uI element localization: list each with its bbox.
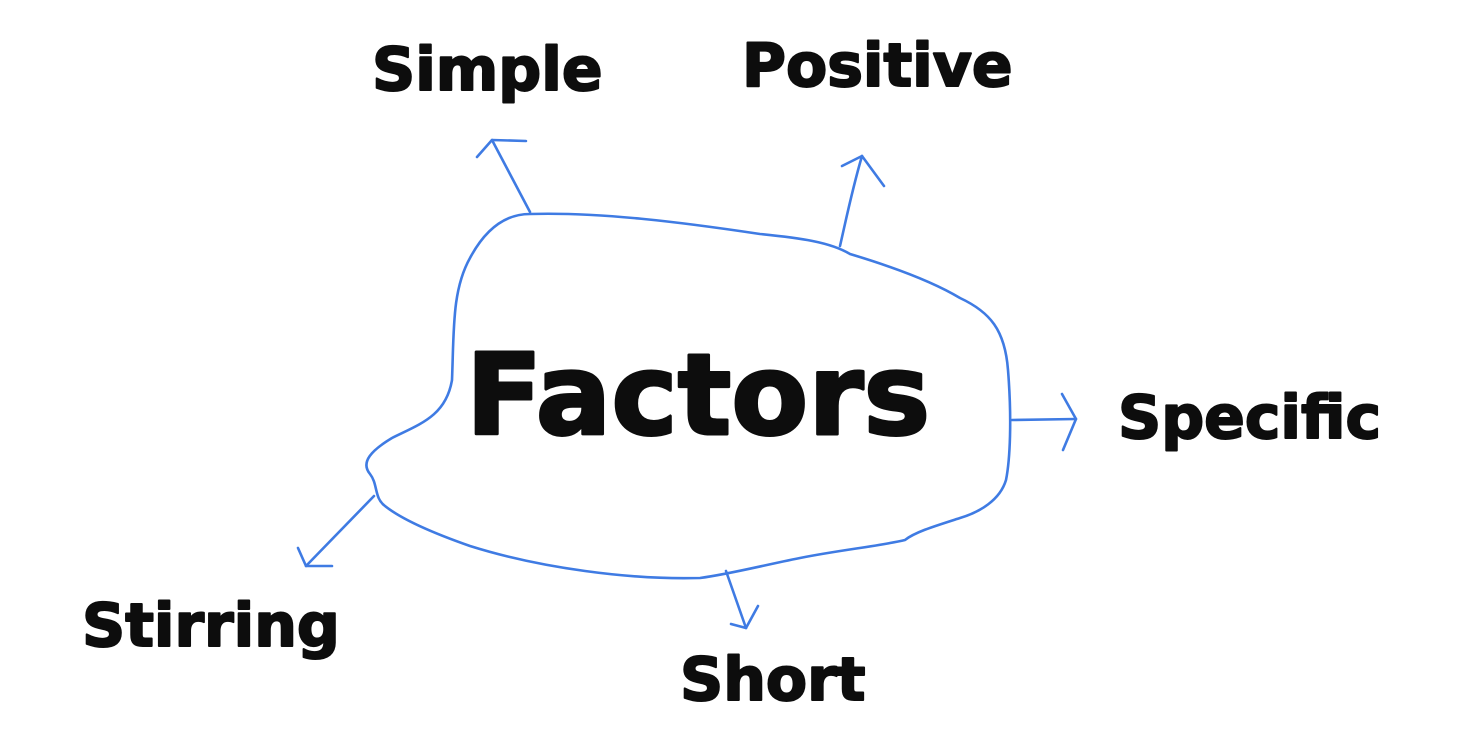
arrow-to-positive (838, 154, 886, 248)
arrow-to-stirring (296, 494, 376, 568)
label-positive: Positive (742, 31, 1013, 101)
label-simple: Simple (372, 35, 603, 105)
center-label: Factors (466, 331, 930, 461)
label-stirring: Stirring (82, 591, 340, 661)
arrow-to-short (724, 569, 760, 630)
arrow-to-specific (1010, 392, 1078, 452)
label-specific: Specific (1118, 383, 1381, 453)
center-blob-outline (365, 212, 1012, 580)
arrow-to-simple (475, 138, 532, 214)
label-short: Short (680, 645, 865, 715)
